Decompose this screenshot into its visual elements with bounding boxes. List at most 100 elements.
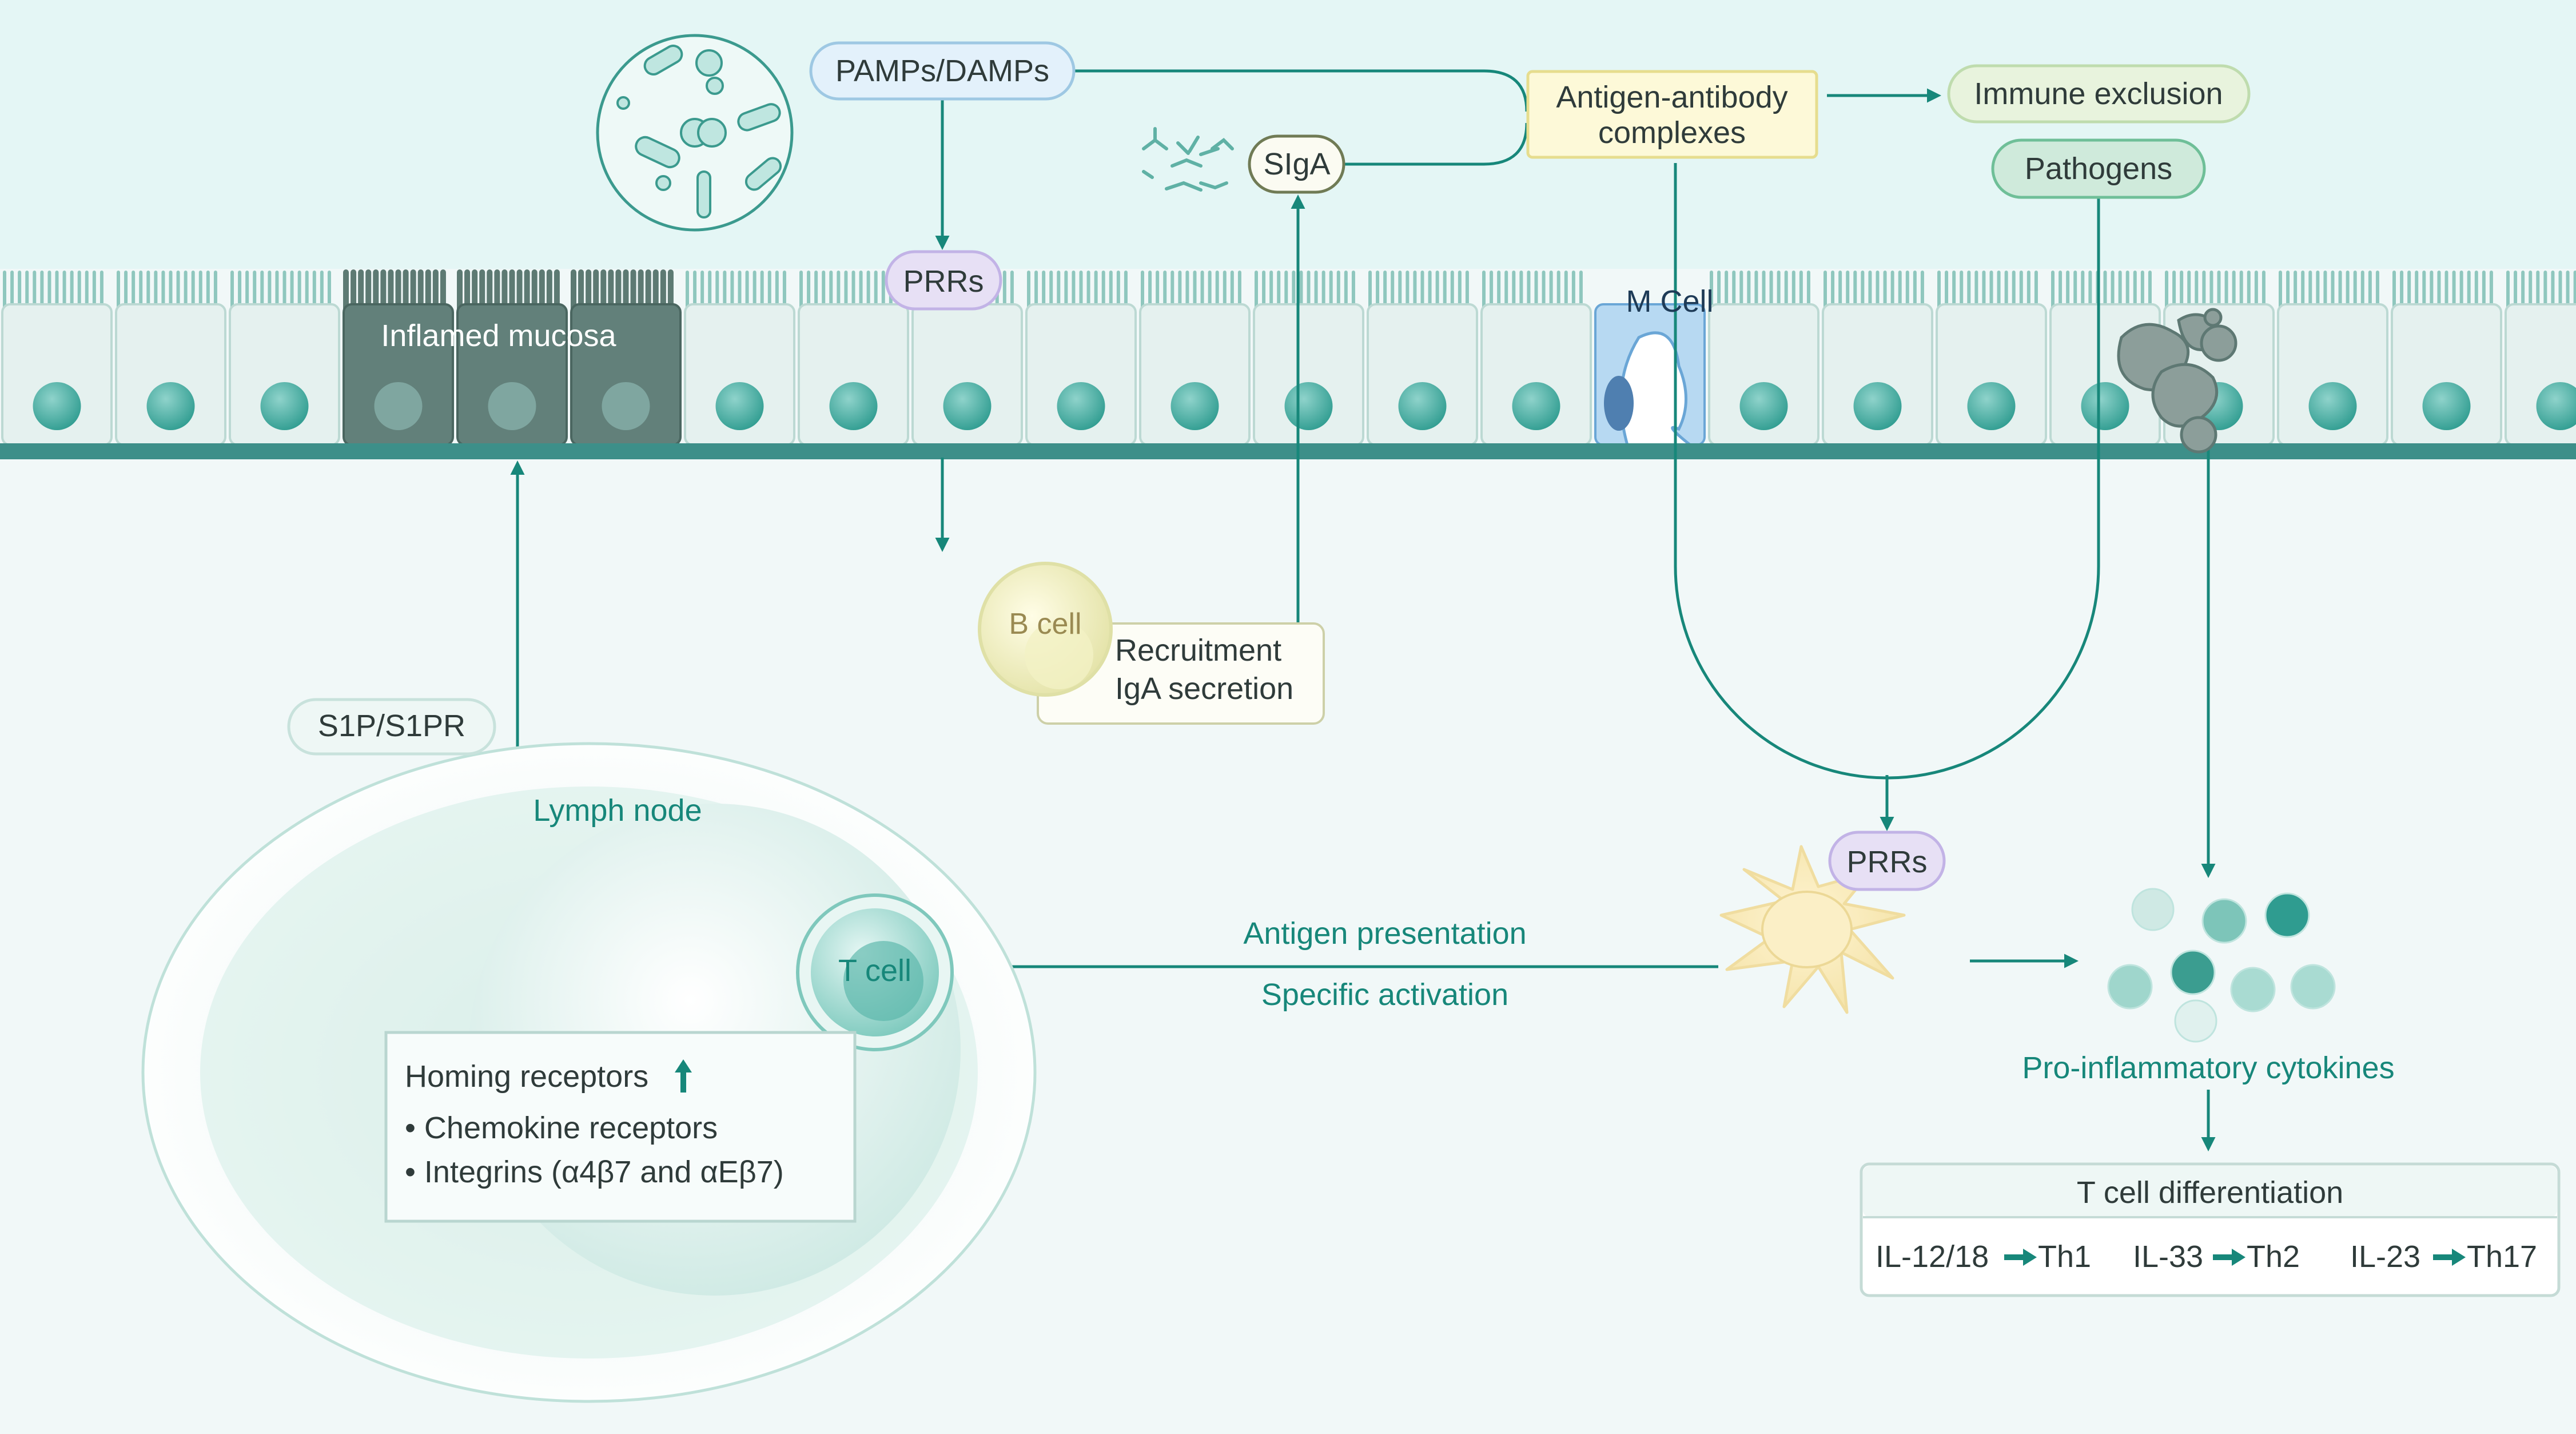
svg-text:SIgA: SIgA xyxy=(1263,147,1330,181)
cell-nucleus xyxy=(2081,382,2129,430)
prrs-badge-dendritic: PRRs xyxy=(1828,831,1946,891)
cell-nucleus xyxy=(829,382,878,430)
microvilli xyxy=(3,271,103,311)
microvilli xyxy=(2392,271,2493,311)
b-cell: B cell Recruitment IgA secretion xyxy=(978,562,1325,725)
homing-item-chemokine: • Chemokine receptors xyxy=(405,1111,718,1145)
microvilli xyxy=(2506,271,2576,311)
pamps-to-complexes-line xyxy=(1075,69,1528,112)
cell-nucleus xyxy=(1739,382,1788,430)
cell-nucleus xyxy=(1057,382,1105,430)
t-diff-title: T cell differentiation xyxy=(2077,1175,2343,1210)
microvilli xyxy=(1368,271,1469,311)
cell-nucleus xyxy=(488,382,536,430)
cytokine-particle xyxy=(2170,950,2216,995)
antibody-glyphs xyxy=(1142,127,1234,192)
il-23-label: IL-23 xyxy=(2350,1240,2420,1274)
up-arrow-icon xyxy=(675,1059,692,1093)
svg-text:Immune exclusion: Immune exclusion xyxy=(1974,77,2223,111)
microvilli xyxy=(1255,271,1355,311)
svg-text:T cell: T cell xyxy=(838,954,911,988)
s1p-s1pr-badge: S1P/S1PR xyxy=(287,698,496,756)
cytokine-particle xyxy=(2264,892,2310,938)
svg-text:PAMPs/DAMPs: PAMPs/DAMPs xyxy=(835,54,1049,88)
cytokine-particle xyxy=(2230,967,2276,1012)
th1-label: Th1 xyxy=(2038,1240,2091,1274)
cytokine-particle xyxy=(2131,888,2175,931)
antigen-antibody-complexes-box: Antigen-antibody complexes xyxy=(1526,70,1818,159)
dendritic-cell xyxy=(1719,845,1906,1014)
microvilli xyxy=(1710,271,1810,311)
cell-nucleus xyxy=(602,382,650,430)
microvilli xyxy=(1482,271,1583,311)
microvilli xyxy=(457,269,560,312)
microvilli xyxy=(1937,271,2038,311)
microvilli xyxy=(117,271,217,311)
specific-activation-label: Specific activation xyxy=(1261,978,1508,1012)
inflamed-mucosa-label: Inflamed mucosa xyxy=(381,319,616,353)
cell-nucleus xyxy=(260,382,309,430)
homing-receptors-box: Homing receptors • Chemokine receptors •… xyxy=(384,1031,857,1223)
microvilli xyxy=(1823,271,1924,311)
cell-nucleus xyxy=(33,382,81,430)
svg-text:Pathogens: Pathogens xyxy=(2025,152,2172,186)
immune-exclusion-badge: Immune exclusion xyxy=(1947,64,2251,124)
prrs-badge-epithelium: PRRs xyxy=(885,250,1002,311)
microvilli xyxy=(1141,271,1241,311)
cell-nucleus xyxy=(374,382,423,430)
m-cell-nucleus xyxy=(1604,376,1634,431)
homing-item-integrins: • Integrins (α4β7 and αEβ7) xyxy=(405,1155,784,1189)
cell-nucleus xyxy=(1967,382,2016,430)
m-cell-label: M Cell xyxy=(1626,284,1713,319)
cell-nucleus xyxy=(1853,382,1902,430)
lumen-background xyxy=(0,0,2576,269)
th2-label: Th2 xyxy=(2247,1240,2300,1274)
cell-nucleus xyxy=(2308,382,2357,430)
recruitment-label: Recruitment xyxy=(1115,633,1281,668)
cytokine-cluster xyxy=(2107,888,2336,1043)
svg-text:S1P/S1PR: S1P/S1PR xyxy=(318,709,465,743)
pro-inflammatory-label: Pro-inflammatory cytokines xyxy=(2022,1051,2394,1085)
il-33-label: IL-33 xyxy=(2133,1240,2203,1274)
siga-to-complexes-line xyxy=(1344,122,1528,166)
microvilli xyxy=(686,271,786,311)
homing-title: Homing receptors xyxy=(405,1059,648,1094)
cell-nucleus xyxy=(146,382,195,430)
cell-nucleus xyxy=(715,382,764,430)
microbe-cluster xyxy=(596,34,794,232)
cell-nucleus xyxy=(943,382,992,430)
siga-badge: SIgA xyxy=(1248,134,1345,194)
cytokine-particle xyxy=(2107,964,2153,1010)
antigen-presentation-label: Antigen presentation xyxy=(1243,916,1526,951)
lymph-node-label: Lymph node xyxy=(533,793,702,828)
epithelium-layer xyxy=(1,269,2576,447)
cell-nucleus xyxy=(1512,382,1560,430)
cytokine-particle xyxy=(2290,964,2336,1010)
basement-membrane xyxy=(0,443,2576,459)
microvilli xyxy=(2165,271,2266,311)
right-arrow-icon xyxy=(2213,1249,2245,1266)
cell-nucleus xyxy=(2422,382,2471,430)
microvilli xyxy=(2279,271,2379,311)
iga-secretion-label: IgA secretion xyxy=(1115,672,1293,706)
microvilli xyxy=(343,269,446,312)
cell-nucleus xyxy=(2536,382,2576,430)
t-cell: T cell xyxy=(796,893,954,1051)
pathogen-invading-blob xyxy=(2117,308,2237,454)
cytokine-particle xyxy=(2174,999,2217,1043)
microvilli xyxy=(1027,271,1128,311)
svg-text:Antigen-antibody: Antigen-antibody xyxy=(1556,80,1787,114)
svg-text:PRRs: PRRs xyxy=(903,264,984,299)
pathogens-badge: Pathogens xyxy=(1991,138,2206,199)
t-cell-differentiation-box: T cell differentiation IL-12/18 Th1 IL-3… xyxy=(1860,1162,2561,1297)
cell-nucleus xyxy=(1398,382,1447,430)
th17-label: Th17 xyxy=(2467,1240,2537,1274)
pamps-damps-badge: PAMPs/DAMPs xyxy=(809,41,1076,101)
il-12-18-label: IL-12/18 xyxy=(1876,1240,1989,1274)
cell-nucleus xyxy=(1284,382,1333,430)
cytokine-particle xyxy=(2201,898,2247,944)
svg-text:complexes: complexes xyxy=(1598,116,1746,150)
cell-nucleus xyxy=(1170,382,1219,430)
microvilli xyxy=(230,271,331,311)
